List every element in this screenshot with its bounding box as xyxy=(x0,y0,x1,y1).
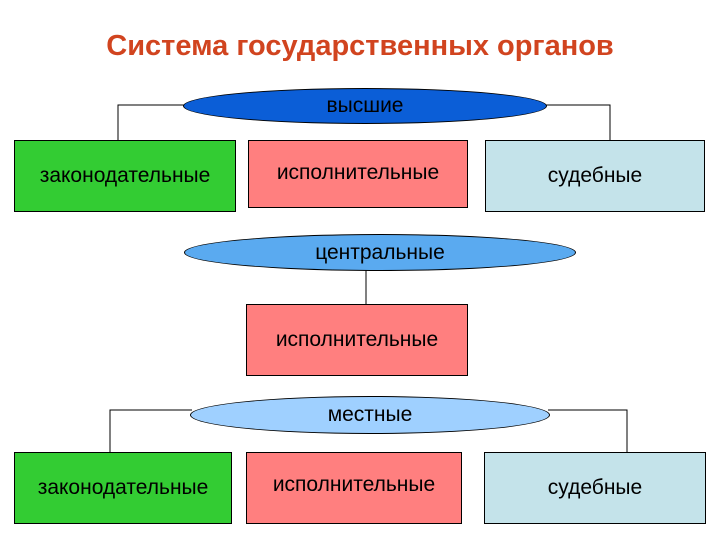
ellipse-top-level: высшие xyxy=(183,88,547,124)
connector-bottom-left xyxy=(109,409,192,452)
box-top-executive: исполнительные xyxy=(248,140,468,208)
box-bottom-legislative: законодательные xyxy=(14,452,232,524)
box-bottom-executive-label: исполнительные xyxy=(272,473,436,496)
box-top-judicial-label: судебные xyxy=(547,164,643,187)
connector-bottom-right xyxy=(548,409,628,452)
box-bottom-executive: исполнительные xyxy=(246,452,462,524)
box-top-judicial: судебные xyxy=(485,140,705,212)
ellipse-middle-label: центральные xyxy=(315,240,445,264)
connector-top-left xyxy=(117,104,185,140)
ellipse-top-label: высшие xyxy=(326,94,404,117)
ellipse-bottom-label: местные xyxy=(327,403,413,426)
box-top-legislative-label: законодательные xyxy=(39,164,211,187)
box-middle-executive-label: исполнительные xyxy=(275,328,439,351)
box-top-executive-label: исполнительные xyxy=(276,161,440,184)
box-bottom-judicial-label: судебные xyxy=(547,476,643,499)
ellipse-middle-level: центральные xyxy=(184,234,576,271)
box-bottom-judicial: судебные xyxy=(484,452,706,524)
box-middle-executive: исполнительные xyxy=(246,304,468,376)
connector-top-right xyxy=(545,104,611,140)
diagram-title: Система государственных органов xyxy=(106,30,614,62)
box-top-legislative: законодательные xyxy=(14,140,236,212)
ellipse-bottom-level: местные xyxy=(190,396,550,434)
box-bottom-legislative-label: законодательные xyxy=(37,476,209,499)
